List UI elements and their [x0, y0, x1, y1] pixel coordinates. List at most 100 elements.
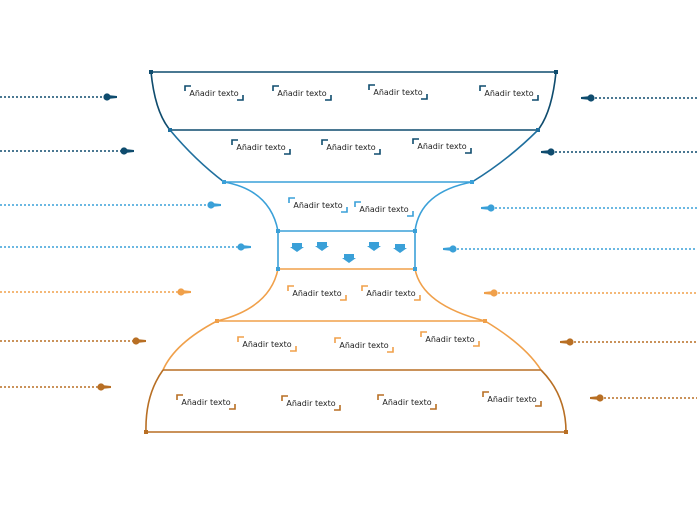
joint-node	[144, 430, 148, 434]
placeholder-label: Añadir texto	[359, 205, 408, 214]
down-arrow-icon	[315, 242, 329, 251]
bracket-bottom-right	[532, 95, 539, 101]
connector-right-7	[590, 394, 697, 402]
side-connectors	[0, 93, 697, 402]
bracket-bottom-right	[290, 346, 297, 352]
connector-dot[interactable]	[97, 383, 105, 391]
down-arrow-icon	[393, 244, 407, 253]
text-placeholder[interactable]: Añadir texto	[272, 85, 332, 101]
placeholder-label: Añadir texto	[487, 395, 536, 404]
placeholder-label: Añadir texto	[339, 341, 388, 350]
placeholder-label: Añadir texto	[277, 89, 326, 98]
placeholder-label: Añadir texto	[189, 89, 238, 98]
text-placeholder[interactable]: Añadir texto	[334, 337, 394, 353]
joint-node	[483, 319, 487, 323]
bracket-top-left	[272, 85, 279, 91]
connector-dot[interactable]	[177, 288, 185, 296]
text-placeholder[interactable]: Añadir texto	[361, 285, 421, 301]
down-arrow-icon	[290, 243, 304, 252]
wall-right-3	[414, 181, 473, 232]
bracket-top-left	[420, 331, 427, 337]
placeholder-label: Añadir texto	[417, 142, 466, 151]
bracket-bottom-right	[414, 295, 421, 301]
text-placeholder[interactable]: Añadir texto	[377, 394, 437, 410]
connector-dot[interactable]	[103, 93, 111, 101]
connector-left-3	[0, 201, 221, 209]
bracket-bottom-right	[535, 401, 542, 407]
connector-dot[interactable]	[596, 394, 604, 402]
bracket-top-left	[281, 395, 288, 401]
text-placeholder[interactable]: Añadir texto	[479, 85, 539, 101]
connector-dot[interactable]	[449, 245, 457, 253]
placeholder-label: Añadir texto	[366, 289, 415, 298]
wall-left-6	[145, 369, 164, 433]
connector-dot[interactable]	[487, 204, 495, 212]
text-placeholder[interactable]: Añadir texto	[321, 139, 381, 155]
text-placeholder[interactable]: Añadir texto	[281, 395, 341, 411]
text-placeholder[interactable]: Añadir texto	[420, 331, 480, 347]
placeholder-label: Añadir texto	[373, 88, 422, 97]
bracket-bottom-right	[387, 347, 394, 353]
text-placeholder[interactable]: Añadir texto	[184, 85, 244, 101]
connector-right-1	[581, 94, 697, 102]
joint-node	[168, 128, 172, 132]
joint-node	[470, 180, 474, 184]
bracket-bottom-right	[407, 211, 414, 217]
text-placeholder[interactable]: Añadir texto	[368, 84, 428, 100]
connector-dot[interactable]	[207, 201, 215, 209]
bracket-top-left	[237, 336, 244, 342]
bracket-top-left	[288, 197, 295, 203]
connector-dot[interactable]	[566, 338, 574, 346]
flow-arrows	[290, 242, 407, 263]
bracket-top-left	[287, 285, 294, 291]
joint-node	[215, 319, 219, 323]
connector-left-7	[0, 383, 111, 391]
connector-dot[interactable]	[120, 147, 128, 155]
connector-dot[interactable]	[237, 243, 245, 251]
bracket-top-left	[368, 84, 375, 90]
text-placeholder[interactable]: Añadir texto	[231, 139, 291, 155]
connector-right-6	[560, 338, 697, 346]
wall-left-1	[150, 71, 171, 131]
wall-right-5	[484, 320, 542, 371]
joint-node	[413, 267, 417, 271]
connector-right-5	[484, 289, 697, 297]
down-arrow-icon	[367, 242, 381, 251]
bracket-bottom-right	[341, 207, 348, 213]
bracket-top-left	[321, 139, 328, 145]
bracket-top-left	[479, 85, 486, 91]
placeholder-label: Añadir texto	[293, 201, 342, 210]
connector-left-5	[0, 288, 191, 296]
joint-node	[222, 180, 226, 184]
text-placeholder[interactable]: Añadir texto	[287, 285, 347, 301]
connector-dot[interactable]	[587, 94, 595, 102]
bracket-bottom-right	[340, 295, 347, 301]
wall-left-3	[223, 181, 279, 232]
connector-dot[interactable]	[132, 337, 140, 345]
bracket-bottom-right	[334, 405, 341, 411]
wall-right-4	[414, 268, 486, 322]
bracket-bottom-right	[374, 149, 381, 155]
connector-dot[interactable]	[490, 289, 498, 297]
text-placeholder[interactable]: Añadir texto	[176, 394, 236, 410]
placeholder-label: Añadir texto	[292, 289, 341, 298]
bracket-top-left	[176, 394, 183, 400]
text-placeholder[interactable]: Añadir texto	[482, 391, 542, 407]
bracket-bottom-right	[325, 95, 332, 101]
bracket-bottom-right	[284, 149, 291, 155]
down-arrow-icon	[342, 254, 356, 263]
connector-right-2	[541, 148, 697, 156]
text-placeholder[interactable]: Añadir texto	[412, 138, 472, 154]
connector-left-2	[0, 147, 134, 155]
joint-node	[276, 229, 280, 233]
joint-node	[276, 267, 280, 271]
wall-left-5	[162, 320, 218, 371]
text-placeholder[interactable]: Añadir texto	[288, 197, 348, 213]
connector-dot[interactable]	[547, 148, 555, 156]
text-placeholder[interactable]: Añadir texto	[354, 201, 414, 217]
text-placeholder[interactable]: Añadir texto	[237, 336, 297, 352]
placeholder-label: Añadir texto	[326, 143, 375, 152]
joint-node	[413, 229, 417, 233]
